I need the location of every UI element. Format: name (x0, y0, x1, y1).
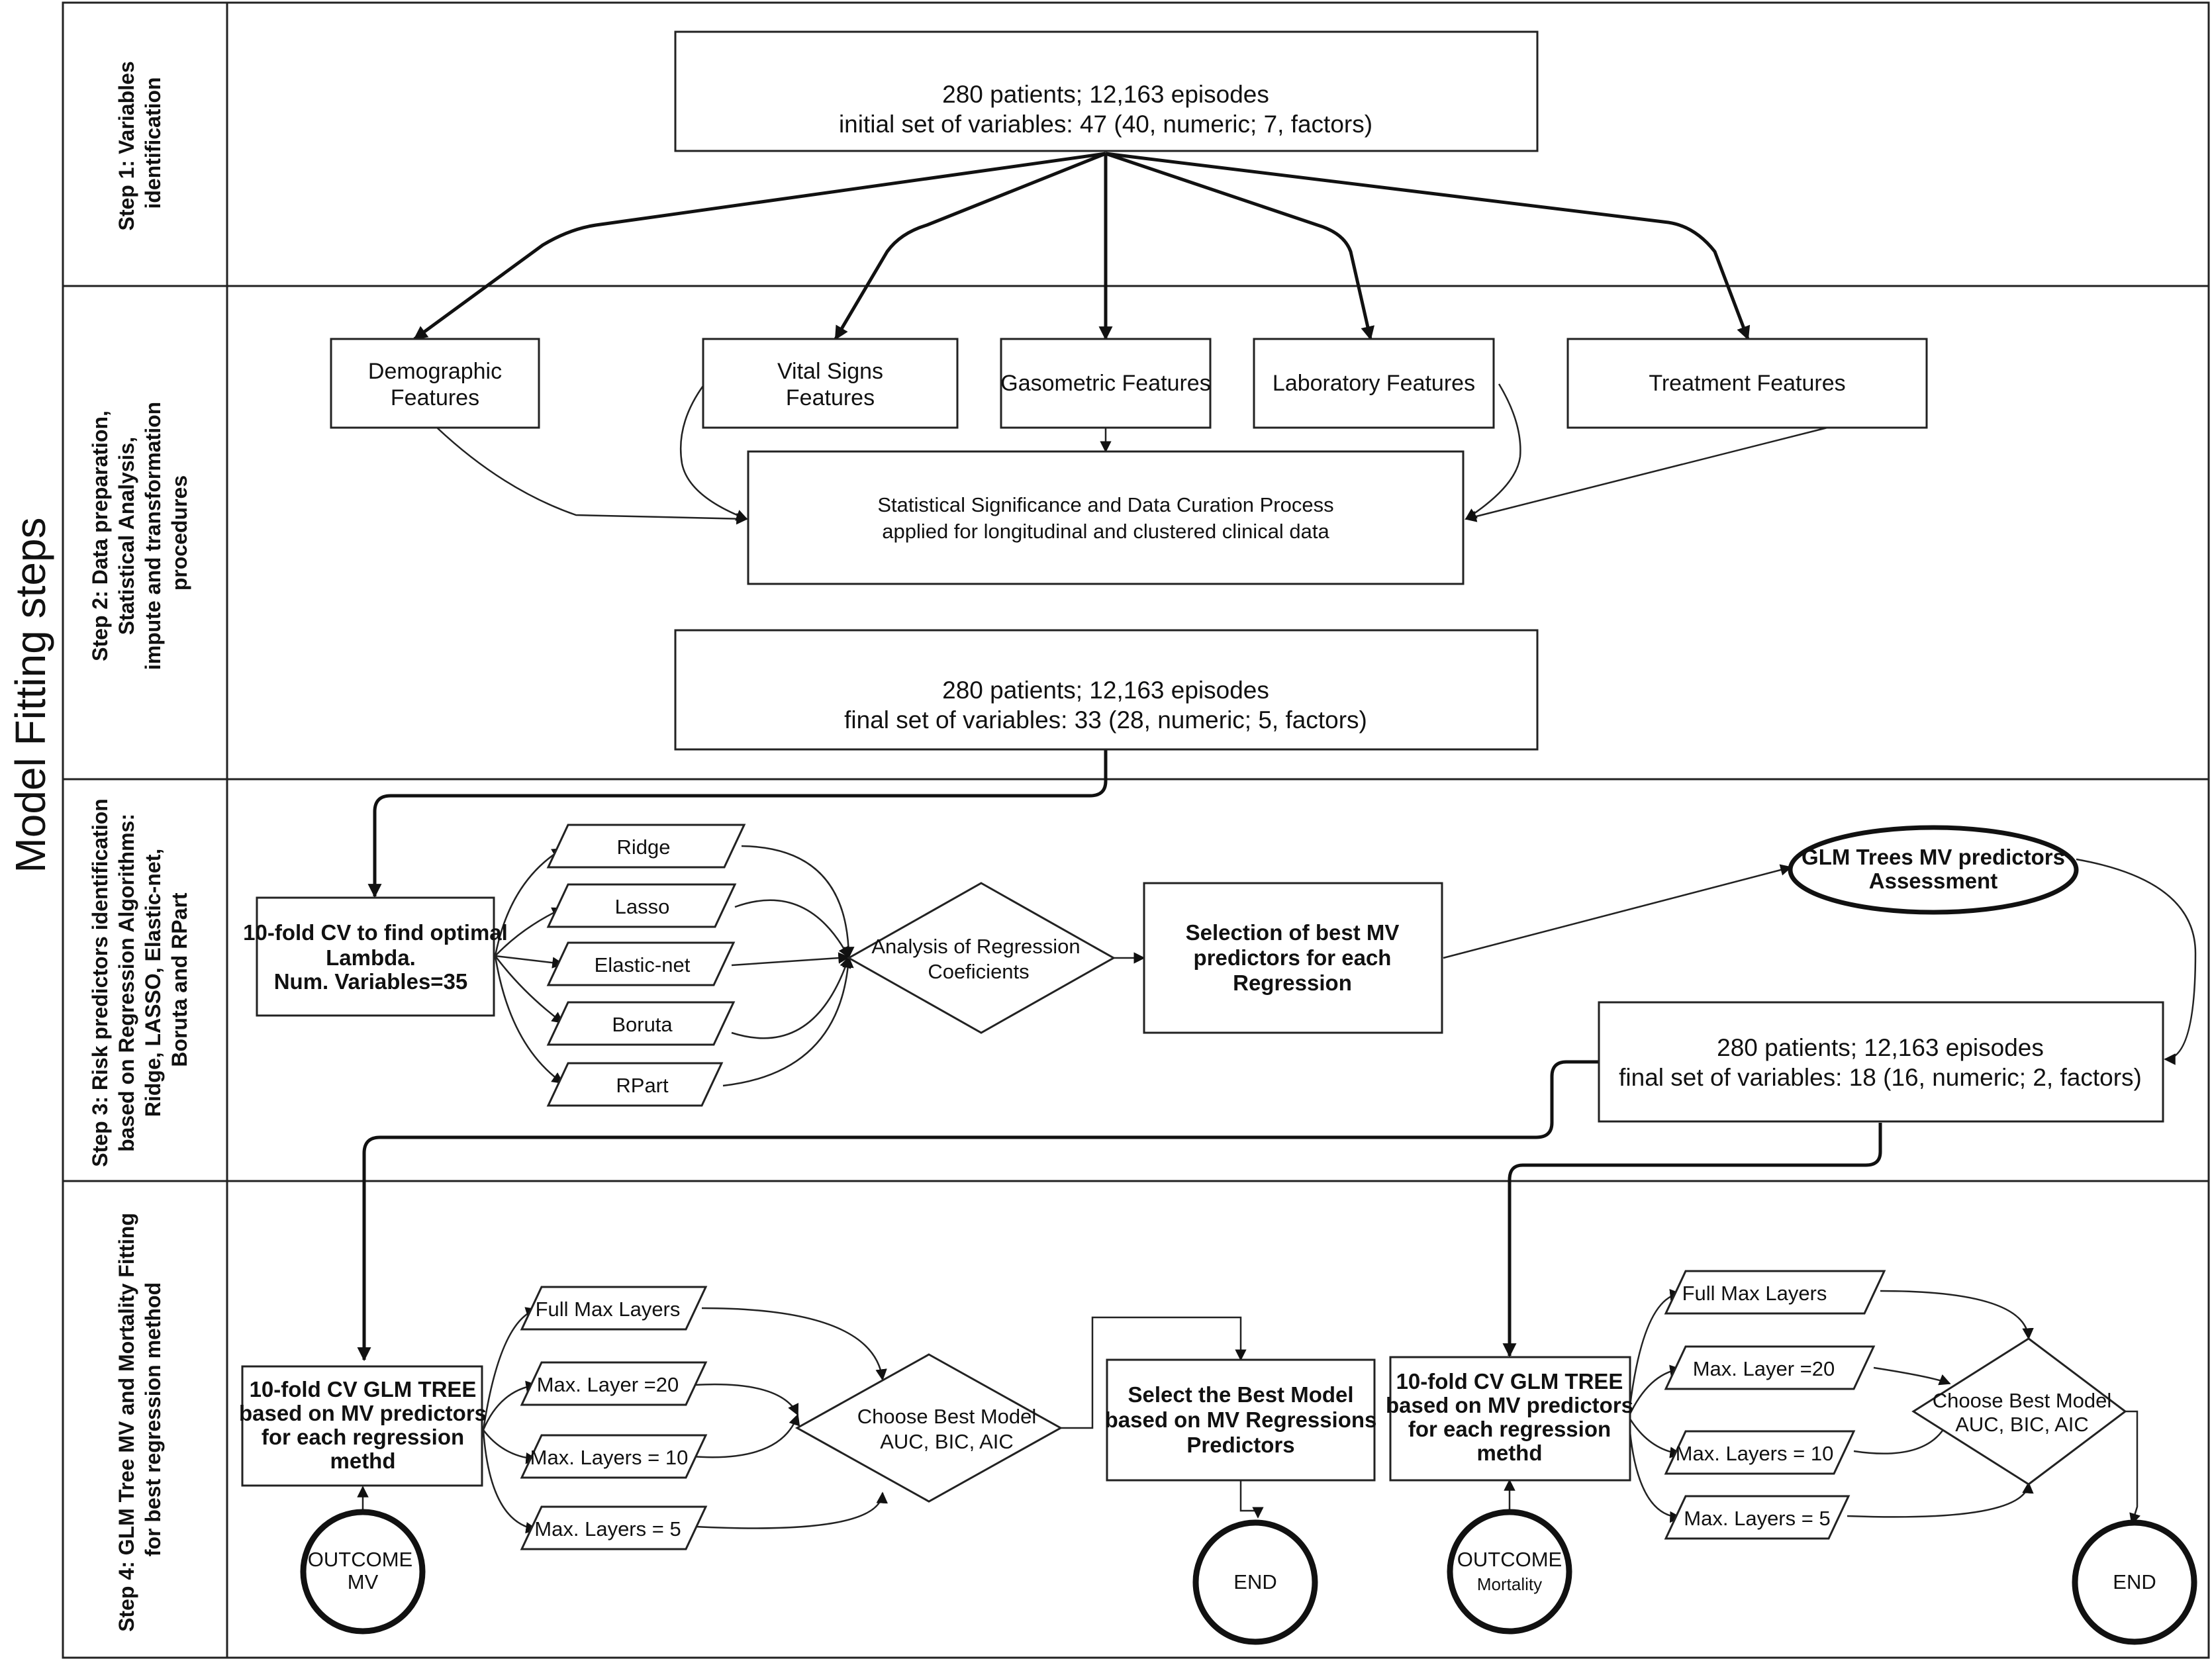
svg-text:Elastic-net: Elastic-net (595, 953, 691, 976)
method-rpart: RPart (546, 1062, 724, 1107)
gasometric-features-box: Gasometric Features (1000, 338, 1212, 429)
svg-text:Statistical Significance and D: Statistical Significance and Data Curati… (877, 493, 1333, 543)
svg-text:END: END (1233, 1570, 1276, 1593)
svg-text:Boruta: Boruta (612, 1013, 673, 1036)
svg-text:Max. Layers = 10: Max. Layers = 10 (1676, 1442, 1834, 1465)
mortality-end-circle: END (2072, 1519, 2197, 1645)
method-lasso: Lasso (546, 883, 737, 928)
laboratory-features-box: Laboratory Features (1253, 338, 1495, 429)
mv-end-circle: END (1192, 1519, 1318, 1645)
lane-grid (62, 1, 2210, 1659)
method-boruta: Boruta (546, 1001, 736, 1046)
svg-text:Full Max Layers: Full Max Layers (536, 1298, 681, 1321)
method-ridge: Ridge (546, 824, 746, 869)
lane-label-step4: Step 4: GLM Tree MV and Mortality Fittin… (115, 1207, 165, 1632)
svg-text:Ridge: Ridge (617, 835, 671, 859)
mortality-layer-20: Max. Layer =20 (1664, 1345, 1876, 1390)
mv-layer-5: Max. Layers = 5 (520, 1505, 708, 1550)
data-curation-box: Statistical Significance and Data Curati… (747, 450, 1465, 585)
mv-layer-10: Max. Layers = 10 (520, 1434, 708, 1479)
mortality-layer-full-max: Full Max Layers (1664, 1270, 1886, 1315)
lane-label-step1: Step 1: Variables identification (115, 55, 165, 230)
mortality-layer-5: Max. Layers = 5 (1664, 1495, 1851, 1540)
svg-text:RPart: RPart (616, 1074, 669, 1097)
svg-text:Laboratory Features: Laboratory Features (1273, 371, 1475, 396)
svg-text:END: END (2113, 1570, 2156, 1593)
svg-text:Max. Layers = 10: Max. Layers = 10 (530, 1446, 689, 1469)
svg-text:Max. Layer =20: Max. Layer =20 (1693, 1357, 1835, 1380)
svg-text:Max. Layer =20: Max. Layer =20 (537, 1373, 679, 1396)
mv-layer-full-max: Full Max Layers (520, 1286, 708, 1331)
connectors (357, 152, 2197, 1534)
svg-text:Max. Layers = 5: Max. Layers = 5 (534, 1517, 681, 1541)
mortality-layer-10: Max. Layers = 10 (1664, 1430, 1856, 1475)
svg-text:Max. Layers = 5: Max. Layers = 5 (1684, 1507, 1830, 1530)
svg-text:Gasometric Features: Gasometric Features (1000, 371, 1210, 396)
method-elastic-net: Elastic-net (546, 941, 736, 986)
diagram-title: Model Fitting steps (7, 517, 54, 873)
svg-text:Treatment Features: Treatment Features (1649, 371, 1845, 396)
treatment-features-box: Treatment Features (1566, 338, 1928, 429)
lane-label-step2: Step 2: Data preparation, Statistical An… (88, 396, 191, 670)
svg-text:Full Max Layers: Full Max Layers (1682, 1282, 1827, 1305)
mv-layer-20: Max. Layer =20 (520, 1361, 708, 1406)
lane-label-step3: Step 3: Risk predictors identification b… (88, 792, 191, 1166)
svg-text:Lasso: Lasso (615, 895, 670, 918)
